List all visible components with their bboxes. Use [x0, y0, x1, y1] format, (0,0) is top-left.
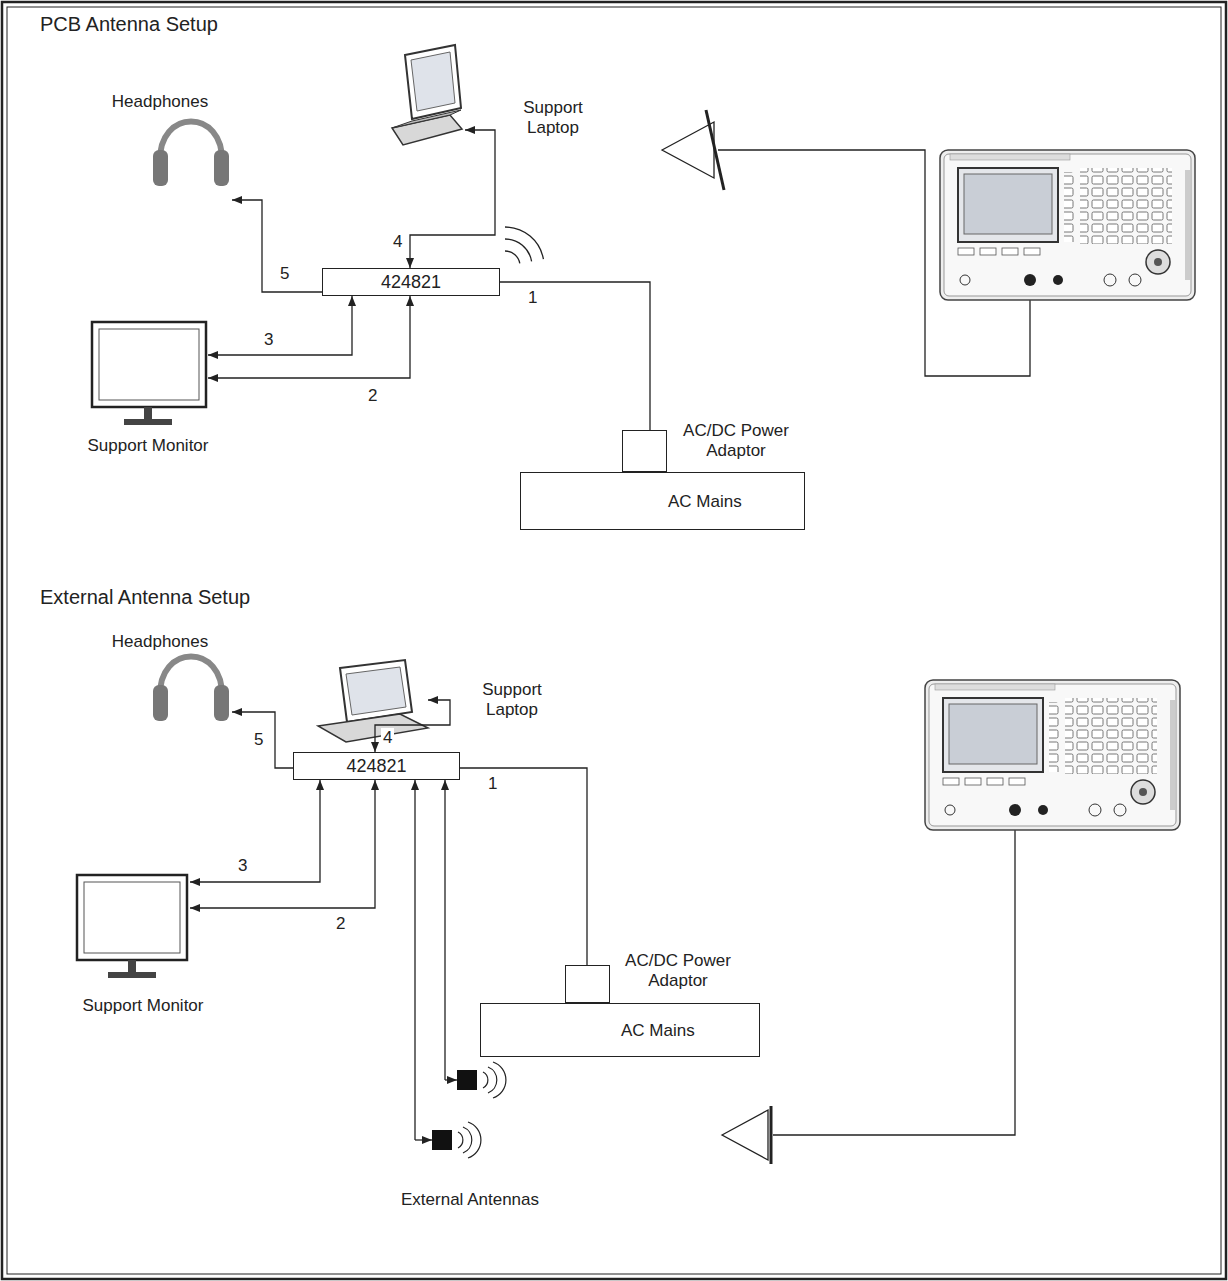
cable-connector: [375, 700, 450, 752]
callout-number: 1: [486, 774, 499, 794]
laptop-icon: [318, 660, 428, 742]
callout-number: 4: [391, 232, 404, 252]
callout-number: 3: [262, 330, 275, 350]
external-antenna: [415, 780, 481, 1158]
part-label: External Antennas: [401, 1190, 539, 1210]
node-label: 424821: [381, 272, 441, 292]
node-label: AC/DC Power Adaptor: [616, 951, 740, 991]
measurement-antenna: [722, 1106, 771, 1164]
laptop-icon: [392, 45, 462, 145]
node-label: AC/DC Power Adaptor: [674, 421, 798, 461]
cable-connector: [500, 282, 650, 430]
node-label: Support Laptop: [473, 680, 551, 720]
power-adaptor: AC/DC Power Adaptor: [622, 430, 667, 472]
cable-connector: [232, 712, 293, 768]
headphones-icon: Headphones: [150, 115, 232, 205]
monitor-icon: Support Monitor: [75, 872, 190, 982]
cable-connector: [208, 296, 352, 355]
node-label: Headphones: [112, 92, 208, 112]
node-label: Headphones: [112, 632, 208, 652]
ac-mains: AC Mains: [480, 1003, 760, 1057]
node-label: AC Mains: [668, 492, 742, 512]
cable-connector: [460, 768, 587, 965]
cable-connector: [190, 780, 320, 882]
callout-number: 4: [381, 728, 394, 748]
callout-number: 2: [334, 914, 347, 934]
node-label: Support Monitor: [83, 996, 204, 1016]
monitor-icon: [77, 875, 187, 978]
callout-number: 3: [236, 856, 249, 876]
callout-number: 5: [252, 730, 265, 750]
device-box: 424821: [322, 268, 500, 296]
section-heading: External Antenna Setup: [40, 585, 250, 609]
device-box: 424821: [293, 752, 460, 780]
node-label: AC Mains: [621, 1021, 695, 1041]
callout-number: 2: [366, 386, 379, 406]
cable-connector: [190, 780, 375, 908]
laptop-icon: Support Laptop: [395, 45, 465, 150]
headphones-icon: Headphones: [150, 655, 232, 720]
node-label: Support Monitor: [88, 436, 209, 456]
wireless-waves: [505, 227, 543, 263]
node-label: Support Laptop: [514, 98, 592, 138]
callout-number: 5: [278, 264, 291, 284]
monitor-icon: [92, 322, 206, 425]
cable-connector: [208, 296, 410, 378]
callout-number: 1: [526, 288, 539, 308]
power-adaptor: AC/DC Power Adaptor: [565, 965, 610, 1003]
section-heading: PCB Antenna Setup: [40, 12, 218, 36]
measurement-antenna: [662, 110, 724, 190]
cable-connector: [232, 200, 322, 292]
laptop-icon: Support Laptop: [318, 660, 428, 742]
cable-connector: [410, 130, 495, 268]
ac-mains: AC Mains: [520, 472, 805, 530]
monitor-icon: Support Monitor: [90, 320, 208, 432]
node-label: 424821: [346, 756, 406, 776]
